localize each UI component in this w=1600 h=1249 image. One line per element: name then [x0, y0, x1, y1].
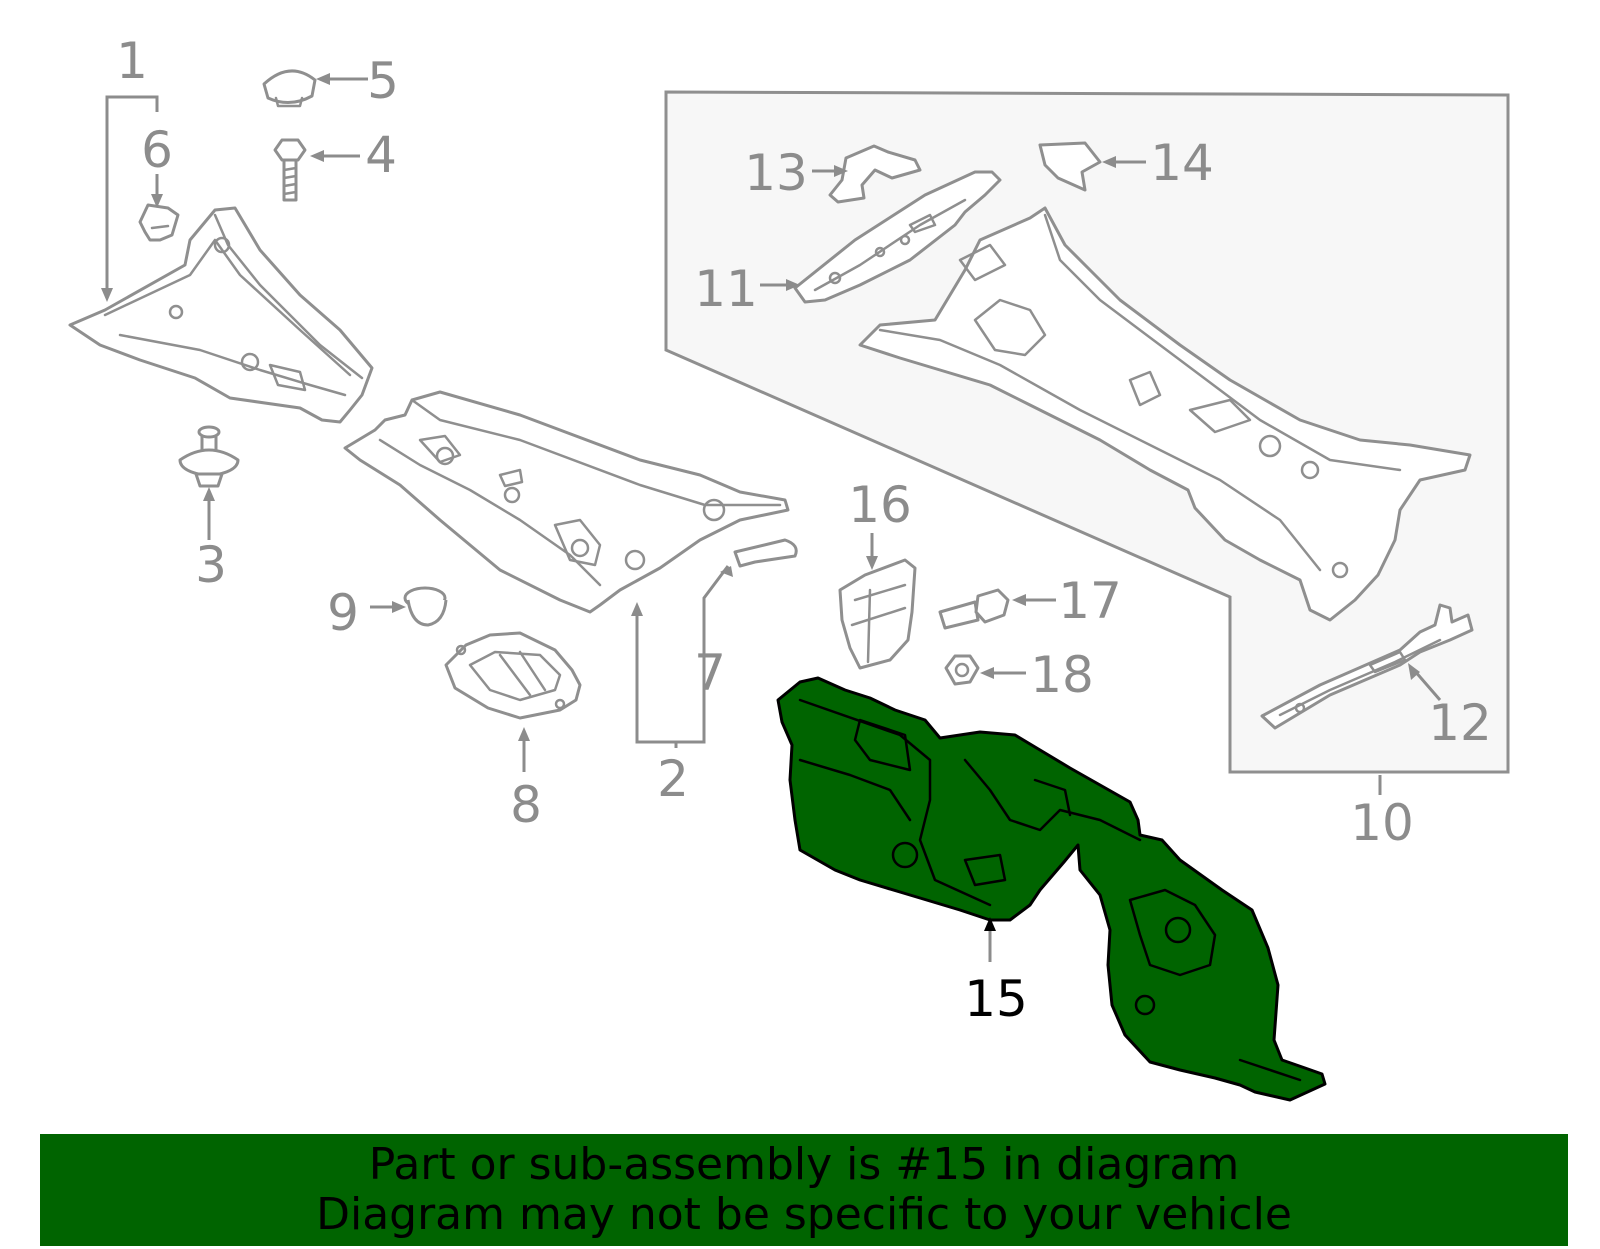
callout-9: 9: [327, 584, 359, 642]
callout-8: 8: [510, 776, 542, 834]
part-14-plate[interactable]: [1038, 141, 1102, 192]
callout-17: 17: [1058, 572, 1122, 630]
part-2-cowl-lower-panel[interactable]: [343, 390, 790, 614]
part-4-bolt[interactable]: [273, 138, 307, 202]
part-10-dash-assembly[interactable]: [858, 206, 1472, 622]
callout-10: 10: [1350, 794, 1414, 852]
callout-13: 13: [744, 144, 808, 202]
callout-2: 2: [657, 750, 689, 808]
part-6-clip[interactable]: [138, 203, 180, 242]
part-16-bracket[interactable]: [838, 558, 917, 670]
part-1-cowl-panel[interactable]: [68, 206, 374, 424]
callout-5: 5: [367, 52, 399, 110]
part-9-grommet[interactable]: [403, 586, 448, 627]
callout-15: 15: [964, 970, 1028, 1028]
part-17-bolt[interactable]: [938, 588, 1010, 630]
callout-16: 16: [848, 476, 912, 534]
notice-line-disclaimer: Diagram may not be specific to your vehi…: [316, 1189, 1292, 1240]
part-18-nut[interactable]: [944, 654, 980, 686]
part-13-bracket[interactable]: [828, 144, 922, 204]
part-15-dash-insulator[interactable]: [776, 676, 1327, 1102]
callout-7: 7: [694, 644, 726, 702]
callout-4: 4: [365, 126, 397, 184]
part-11-reinforcement[interactable]: [793, 170, 1002, 304]
part-5-plug[interactable]: [262, 69, 317, 108]
part-3-grommet[interactable]: [178, 425, 240, 488]
diagram-notice-banner: Part or sub-assembly is #15 in diagram D…: [40, 1134, 1568, 1246]
callout-12: 12: [1428, 694, 1492, 752]
part-12-reinforcement[interactable]: [1260, 603, 1474, 730]
part-8-cover-plate[interactable]: [444, 631, 582, 720]
notice-line-part-number: Part or sub-assembly is #15 in diagram: [368, 1139, 1240, 1190]
callout-1: 1: [116, 32, 148, 90]
callout-6: 6: [141, 121, 173, 179]
callout-14: 14: [1150, 134, 1214, 192]
leader-lines: [101, 73, 1442, 962]
part-7-bracket[interactable]: [733, 538, 798, 568]
callout-3: 3: [195, 536, 227, 594]
callout-11: 11: [694, 260, 758, 318]
callout-18: 18: [1030, 646, 1094, 704]
